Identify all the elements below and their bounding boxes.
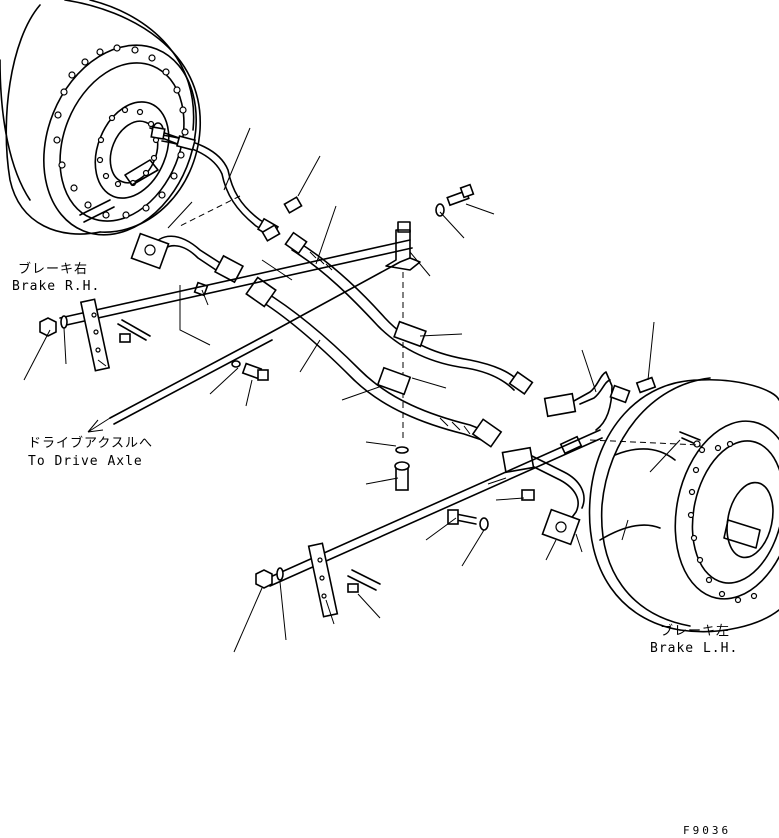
brake-tube-right-lower — [130, 232, 245, 297]
brake-lh-label-jp: ブレーキ左 — [660, 624, 731, 639]
right-wheel-rim-holes — [53, 44, 189, 219]
bolts-upper-right — [231, 183, 475, 381]
brake-tube-left-lower — [447, 435, 585, 546]
brake-tube-left-upper — [543, 371, 657, 431]
to-drive-axle-label-en: To Drive Axle — [28, 454, 143, 469]
brake-hose-upper — [284, 231, 534, 396]
brake-hose-lower — [245, 276, 503, 448]
brake-tube-to-axle — [87, 257, 411, 433]
strap-right — [39, 239, 413, 372]
right-hand-wheel — [0, 0, 201, 236]
strap-left — [255, 429, 603, 618]
brake-lh-label-en: Brake L.H. — [650, 641, 739, 656]
to-drive-axle-label-jp: ドライブアクスルへ — [28, 436, 153, 451]
left-hand-wheel — [588, 377, 779, 633]
brake-rh-label-jp: ブレーキ右 — [18, 262, 89, 277]
right-wheel-hub-holes — [96, 106, 160, 188]
figure-code: F9036 — [683, 824, 732, 837]
reference-lines — [179, 195, 701, 446]
brake-tube-right-upper — [150, 126, 280, 239]
left-wheel-rim-holes — [687, 440, 758, 604]
leader-lines — [23, 127, 681, 653]
brake-rh-label-en: Brake R.H. — [12, 279, 101, 294]
